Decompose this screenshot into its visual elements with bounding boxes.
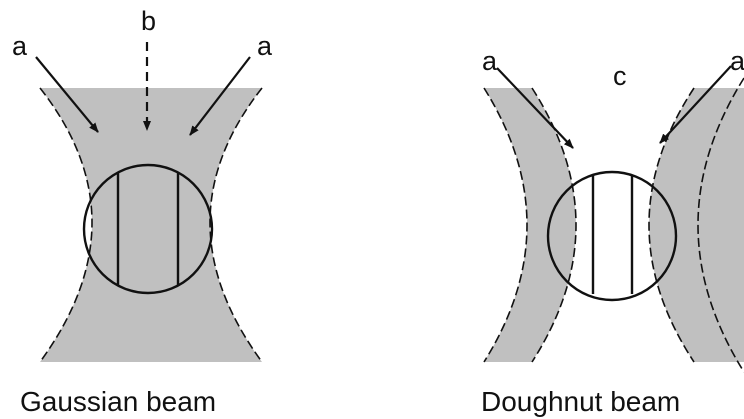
gaussian-left-edge: [39, 87, 93, 363]
gaussian-label-b: b: [141, 6, 156, 36]
doughnut-left-ring: [484, 88, 576, 362]
doughnut-caption: Doughnut beam: [481, 386, 680, 417]
gaussian-right-arrow-a: [189, 56, 251, 136]
doughnut-right-ring: [649, 88, 744, 362]
gaussian-beam-panel: a a b Gaussian beam: [12, 6, 273, 417]
doughnut-beam-panel: a a c Doughnut beam: [481, 46, 744, 417]
gaussian-label-a-left: a: [12, 31, 28, 61]
doughnut-right-outer-edge: [697, 77, 744, 373]
doughnut-left-arrow-a: [496, 67, 574, 149]
gaussian-focus-circle: [82, 163, 214, 295]
gaussian-beam-profile: [40, 88, 262, 362]
doughnut-label-a-right: a: [730, 46, 744, 76]
doughnut-right-inner-edge: [648, 87, 695, 363]
gaussian-label-a-right: a: [257, 31, 273, 61]
doughnut-label-c: c: [613, 61, 627, 91]
doughnut-focus-circle: [546, 170, 678, 302]
doughnut-label-a-left: a: [482, 46, 498, 76]
doughnut-left-inner-edge: [531, 87, 577, 363]
gaussian-caption: Gaussian beam: [20, 386, 216, 417]
gaussian-left-arrow-a: [35, 56, 99, 133]
doughnut-left-outer-edge: [483, 87, 528, 363]
doughnut-right-arrow-a: [659, 65, 732, 144]
gaussian-right-edge: [209, 87, 263, 363]
